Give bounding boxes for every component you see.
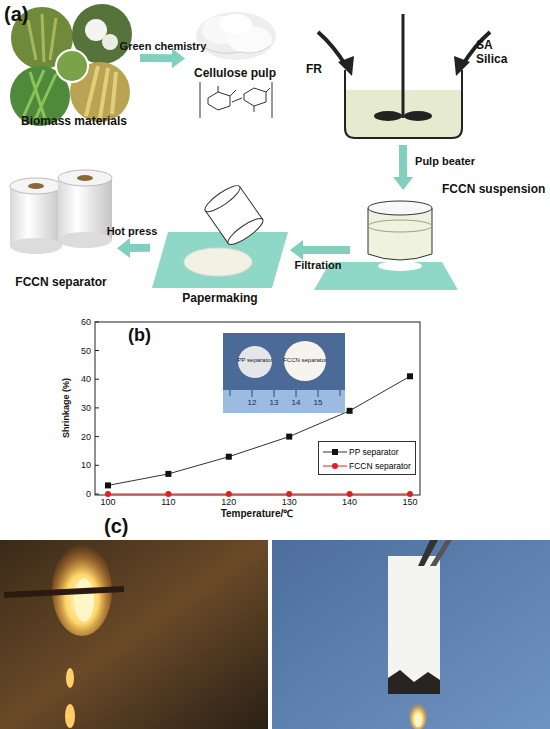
photo-label: PP separator	[238, 357, 273, 363]
arrow-label: Hot press	[107, 226, 158, 237]
tick-label: 130	[282, 498, 297, 507]
step-label: SA Silica	[476, 38, 514, 66]
process-step: FCCN suspension	[350, 190, 540, 270]
tick-label: 110	[161, 498, 175, 507]
legend-text: FCCN separator	[349, 459, 411, 473]
legend-text: PP separator	[349, 445, 398, 459]
arrow-label: Green chemistry	[120, 41, 207, 52]
legend-row: FCCN separator	[319, 459, 415, 473]
photo-label: FCCN separator	[283, 357, 327, 363]
separator-rolls	[10, 170, 112, 254]
chart-legend: PP separatorFCCN separator	[318, 441, 416, 475]
tick-label: 20	[81, 432, 91, 441]
process-step: FCCN separator	[5, 165, 117, 295]
process-step: Papermaking	[150, 195, 290, 305]
step-label: FCCN separator	[5, 275, 117, 289]
cellulose-pulp-photo	[196, 12, 276, 60]
legend-row: PP separator	[319, 445, 415, 459]
tick-label: 150	[402, 498, 417, 507]
panel-label: (c)	[104, 516, 128, 536]
legend-sample	[323, 459, 347, 473]
cellulose-structure	[200, 82, 272, 118]
flow-arrow	[117, 238, 150, 258]
tick-label: 50	[81, 346, 91, 355]
suspension-beaker	[314, 201, 458, 290]
shrinkage-chart	[95, 322, 420, 497]
tick-label: 100	[100, 498, 115, 507]
tick-label: 10	[81, 461, 91, 470]
photo-label: 14	[292, 399, 301, 407]
legend-sample	[323, 445, 347, 459]
photo-label: 13	[270, 399, 279, 407]
step-label: Biomass materials	[8, 114, 140, 128]
mixing-tank	[318, 14, 490, 138]
photo-label: 12	[248, 399, 257, 407]
flow-arrow	[290, 240, 350, 260]
axis-title: Shrinkage (%)	[62, 378, 71, 438]
tick-label: 40	[81, 375, 91, 384]
tick-label: 60	[81, 318, 91, 327]
arrow-label: Pulp beater	[415, 156, 475, 167]
step-label: Cellulose pulp	[185, 66, 285, 80]
photo-label: 15	[314, 399, 323, 407]
tick-label: 30	[81, 403, 91, 412]
axis-title: Temperature/℃	[221, 509, 294, 519]
tick-label: 120	[221, 498, 236, 507]
panel-label: (b)	[128, 326, 151, 344]
panel-label: (a)	[4, 4, 28, 24]
process-step: Biomass materials	[8, 8, 140, 130]
flow-arrow	[393, 145, 413, 190]
step-label: FCCN suspension	[442, 182, 540, 196]
papermaking-sheet	[152, 182, 288, 288]
arrow-label: Filtration	[294, 260, 341, 271]
process-step: FRSA Silica	[300, 20, 510, 145]
tick-label: 140	[342, 498, 357, 507]
process-step: Cellulose pulp	[185, 8, 285, 120]
step-label: Papermaking	[150, 291, 290, 305]
step-label: FR	[306, 62, 336, 76]
flame-test-photos	[0, 540, 550, 729]
tick-label: 0	[86, 490, 91, 499]
